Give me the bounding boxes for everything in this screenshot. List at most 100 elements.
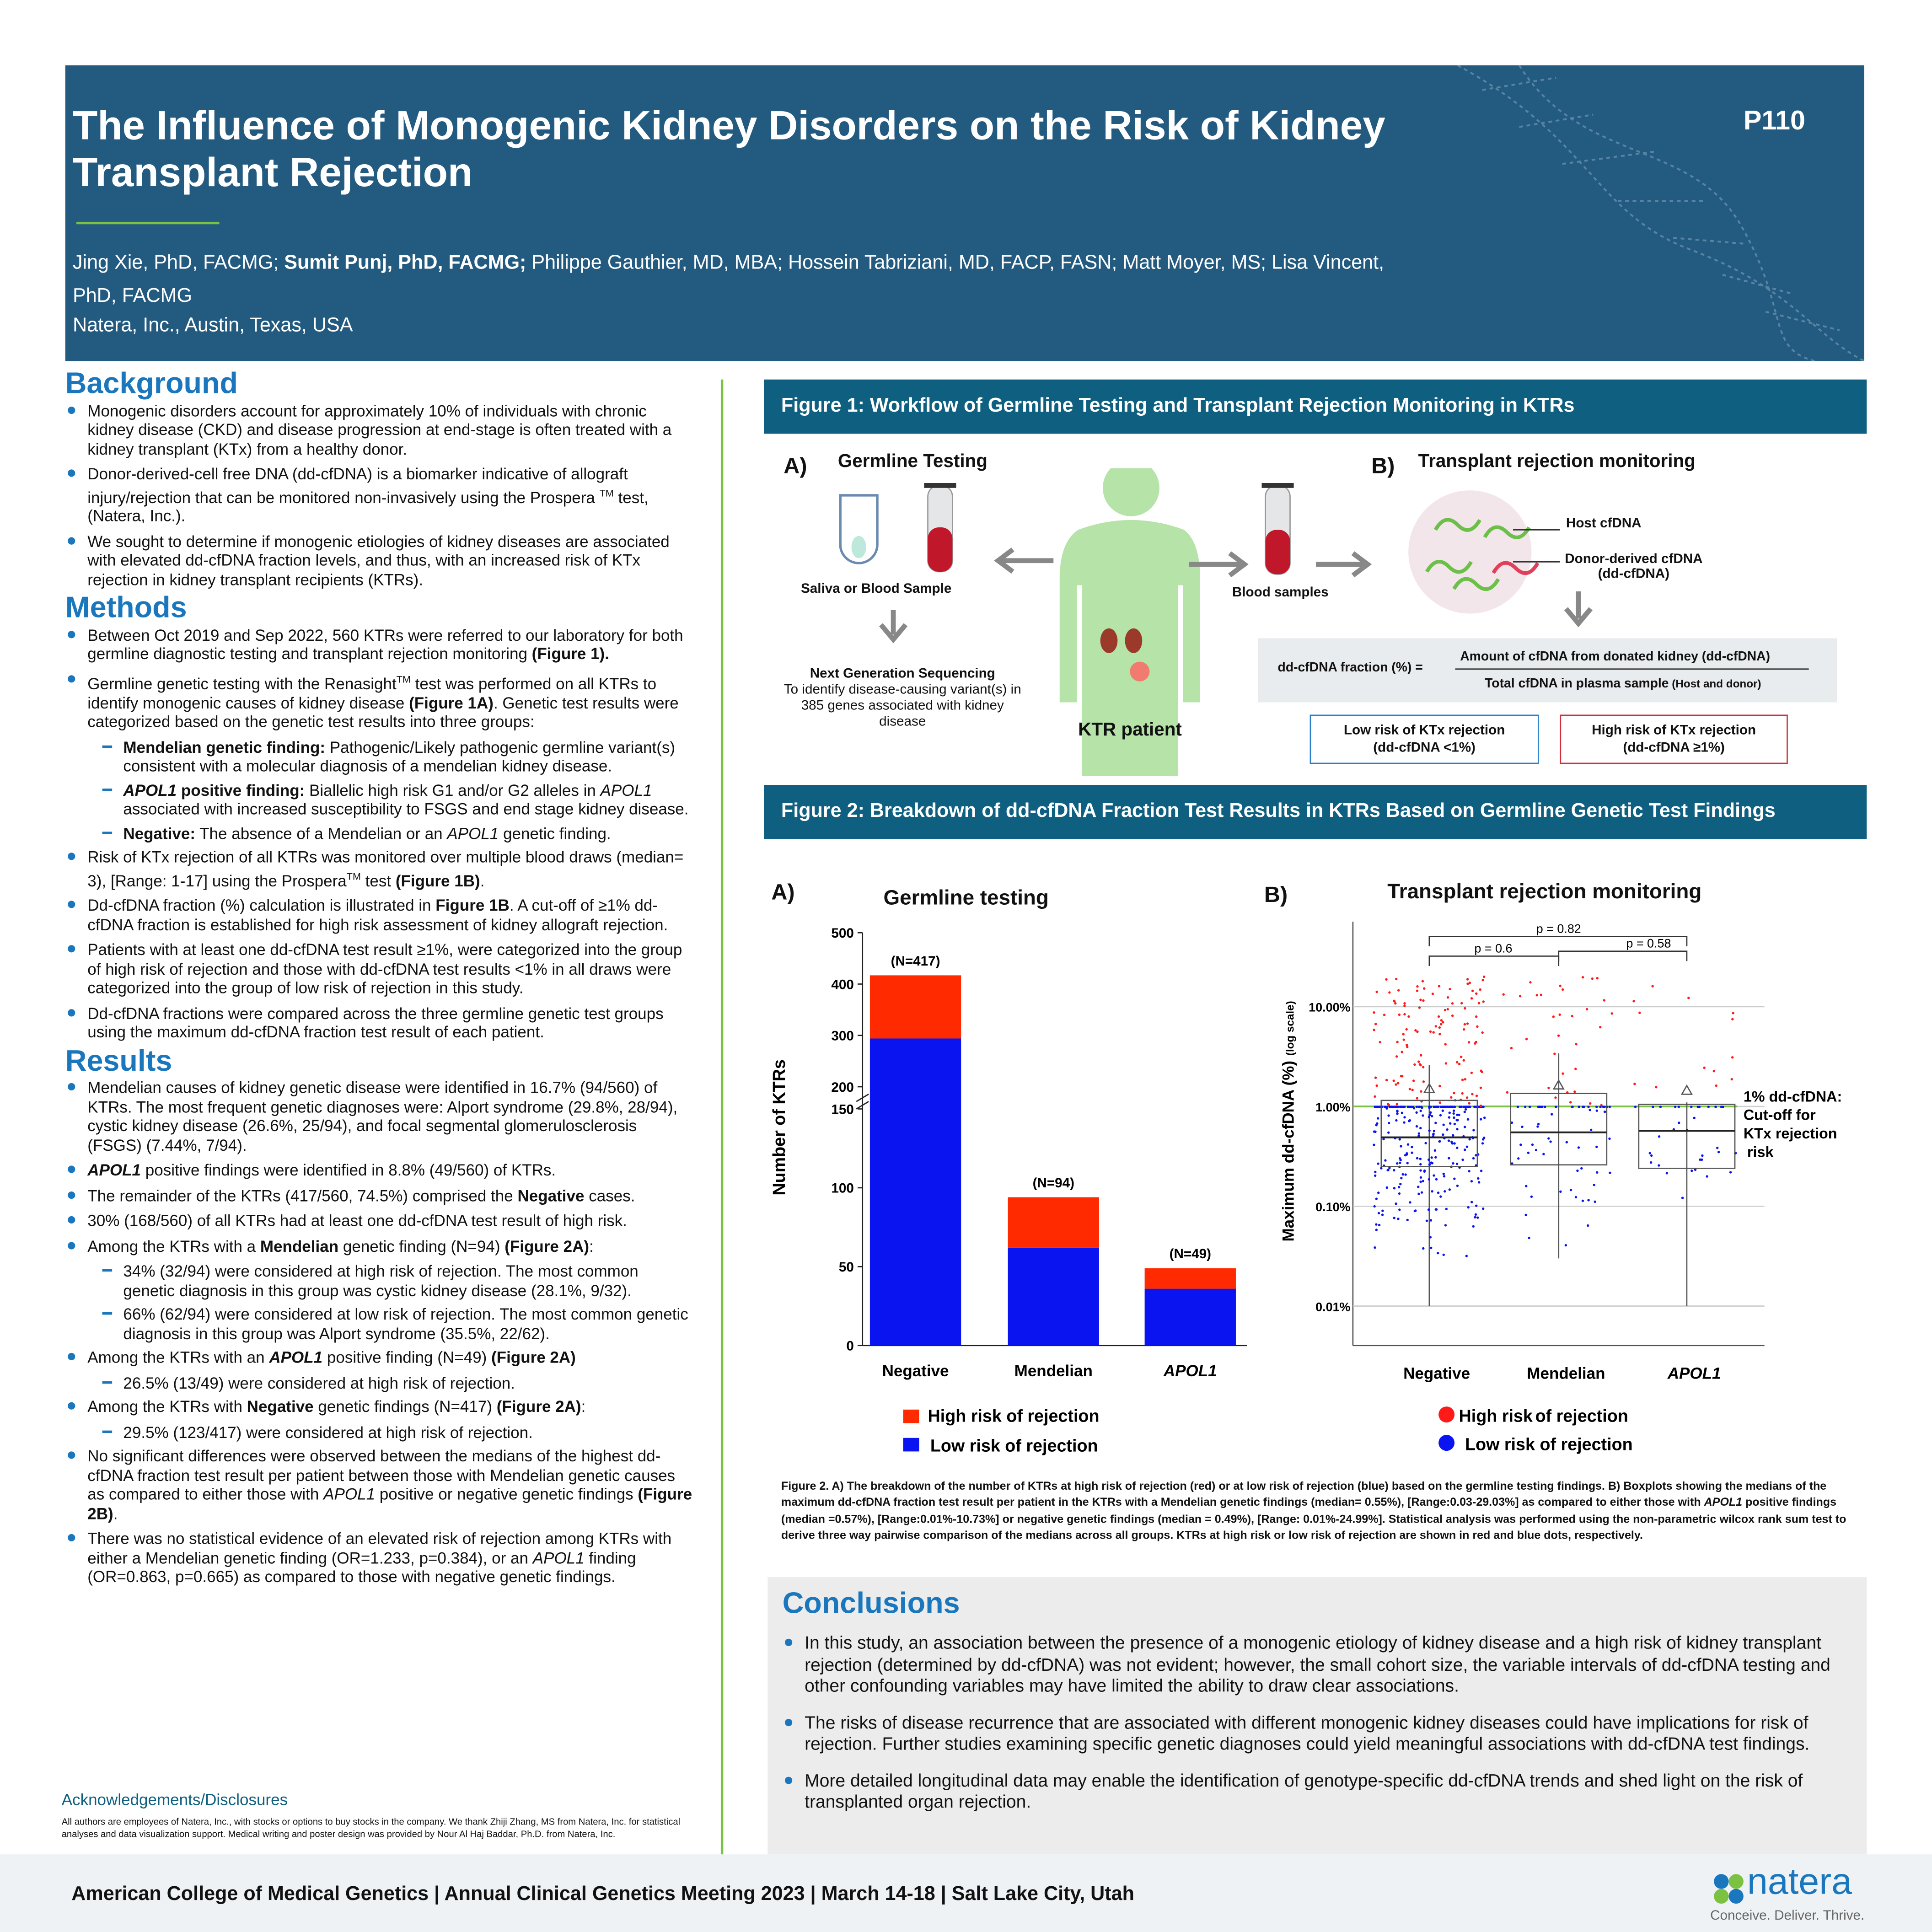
low-risk-dot	[1528, 1106, 1531, 1108]
text-span: positive findings were identified in 8.8…	[141, 1161, 556, 1180]
text-span: Among the KTRs with	[87, 1398, 247, 1417]
cutoff-label: Cut-off for	[1744, 1107, 1816, 1123]
list-item: Mendelian genetic finding: Pathogenic/Li…	[102, 738, 694, 776]
list-item: Patients with at least one dd-cfDNA test…	[65, 941, 694, 998]
low-risk-dot	[1428, 1129, 1431, 1132]
high-risk-dot	[1562, 1072, 1564, 1075]
text-span: :	[589, 1237, 594, 1256]
text-span: Patients with at least one dd-cfDNA test…	[87, 940, 682, 998]
high-risk-label: High risk of KTx rejection	[1592, 723, 1756, 738]
high-risk-dot	[1460, 1055, 1463, 1058]
low-risk-dot	[1375, 1197, 1378, 1200]
low-risk-dot	[1456, 1113, 1459, 1116]
low-risk-dot	[1521, 1125, 1524, 1128]
x-category-label: APOL1	[1163, 1362, 1217, 1380]
list-item: Among the KTRs with an APOL1 positive fi…	[65, 1348, 694, 1368]
bold-text: (Figure 1A)	[409, 693, 494, 712]
low-risk-dot	[1401, 1106, 1405, 1108]
low-risk-dot	[1429, 1236, 1432, 1239]
high-risk-dot	[1401, 1051, 1403, 1053]
bold-text: (Figure 1B)	[395, 871, 480, 890]
methods-heading: Methods	[65, 591, 187, 625]
arrow-down-icon	[879, 610, 908, 644]
legend-dot-low	[1438, 1435, 1455, 1451]
low-risk-dot	[1586, 1224, 1589, 1227]
high-risk-dot	[1451, 1002, 1454, 1005]
high-risk-dot	[1402, 1038, 1405, 1041]
dna-helix-decoration	[1457, 65, 1864, 361]
blood-samples-label: Blood samples	[1232, 585, 1329, 600]
y-tick-label: 0	[846, 1338, 853, 1353]
low-risk-dot	[1455, 1162, 1459, 1165]
text-span: Pathogenic/Likely pathogenic germline va…	[123, 737, 676, 775]
low-risk-dot	[1376, 1122, 1379, 1125]
low-risk-dot	[1543, 1106, 1546, 1108]
low-risk-dot	[1406, 1218, 1409, 1222]
low-risk-dot	[1531, 1143, 1534, 1146]
low-risk-dot	[1589, 1128, 1593, 1131]
low-risk-dot	[1415, 1106, 1418, 1108]
sample-label: Saliva or Blood Sample	[801, 581, 952, 596]
high-risk-dot	[1466, 982, 1469, 985]
low-risk-dot	[1381, 1213, 1384, 1216]
low-risk-dot	[1378, 1224, 1381, 1227]
low-risk-dot	[1373, 1130, 1376, 1133]
low-risk-dot	[1481, 1142, 1484, 1145]
low-risk-dot	[1430, 1156, 1433, 1159]
bold-text: Negative	[517, 1186, 585, 1205]
authors-text: Jing Xie, PhD, FACMG;	[72, 252, 284, 274]
arrow-left-icon	[994, 547, 1054, 574]
denominator-text: Total cfDNA in plasma sample	[1485, 676, 1669, 692]
list-item: No significant differences were observed…	[65, 1447, 694, 1524]
results-apol1-list: Among the KTRs with an APOL1 positive fi…	[65, 1348, 694, 1368]
bold-text: APOL1	[269, 1348, 323, 1367]
low-risk-dot	[1427, 1158, 1430, 1161]
text-span: genetic finding.	[499, 824, 611, 843]
low-risk-dot	[1480, 1118, 1482, 1121]
low-risk-dot	[1468, 1138, 1471, 1141]
low-risk-dot	[1433, 1106, 1435, 1108]
high-risk-dot	[1446, 996, 1449, 999]
methods-list: Between Oct 2019 and Sep 2022, 560 KTRs …	[65, 626, 694, 731]
high-risk-dot	[1411, 1089, 1414, 1091]
low-risk-dot	[1399, 1161, 1401, 1165]
bold-text: (Figure 2A)	[491, 1348, 576, 1367]
p-value-bracket	[1558, 950, 1688, 961]
low-risk-dot	[1569, 1188, 1572, 1191]
figure2-title: Figure 2: Breakdown of dd-cfDNA Fraction…	[764, 785, 1867, 839]
low-risk-dot	[1466, 1118, 1470, 1121]
results-sublist: 26.5% (13/49) were considered at high ri…	[102, 1374, 694, 1393]
high-risk-dot	[1416, 985, 1419, 988]
list-item: 30% (168/560) of all KTRs had at least o…	[65, 1212, 694, 1231]
low-risk-dot	[1453, 1142, 1456, 1145]
low-risk-dot	[1510, 1121, 1513, 1124]
high-risk-dot	[1464, 1078, 1467, 1081]
low-risk-dot	[1409, 1201, 1411, 1204]
high-risk-dot	[1458, 1063, 1461, 1065]
bar-n-label: (N=417)	[891, 954, 940, 969]
low-risk-dot	[1439, 1195, 1442, 1198]
low-risk-dot	[1472, 1129, 1475, 1132]
low-risk-dot	[1634, 1106, 1637, 1108]
high-risk-dot	[1438, 1101, 1441, 1104]
list-item: Donor-derived-cell free DNA (dd-cfDNA) i…	[65, 465, 694, 526]
y-tick-label: 10.00%	[1309, 1001, 1350, 1014]
x-category-label: Mendelian	[1014, 1362, 1093, 1380]
fig2-panel-b-label: B)	[1264, 882, 1288, 907]
bar-low-risk	[869, 1038, 961, 1346]
host-cfdna-label: Host cfDNA	[1566, 516, 1642, 531]
text-span: Donor-derived-cell free DNA (dd-cfDNA) i…	[87, 464, 628, 506]
x-category-label: Negative	[1403, 1364, 1470, 1382]
meeting-info: American College of Medical Genetics | A…	[71, 1884, 1134, 1905]
results-list-3: No significant differences were observed…	[65, 1447, 694, 1587]
formula-numerator: Amount of cfDNA from donated kidney (dd-…	[1460, 649, 1771, 665]
high-risk-dot	[1467, 1041, 1470, 1044]
low-risk-dot	[1455, 1119, 1458, 1122]
high-risk-dot	[1395, 1055, 1398, 1058]
high-risk-dot	[1557, 1034, 1560, 1037]
kidney-icon	[1100, 628, 1150, 682]
text-span: The remainder of the KTRs (417/560, 74.5…	[87, 1186, 518, 1205]
legend-label-low: Low risk of rejection	[1465, 1435, 1633, 1454]
bar-n-label: (N=49)	[1170, 1246, 1211, 1261]
low-risk-dot	[1428, 1106, 1431, 1108]
